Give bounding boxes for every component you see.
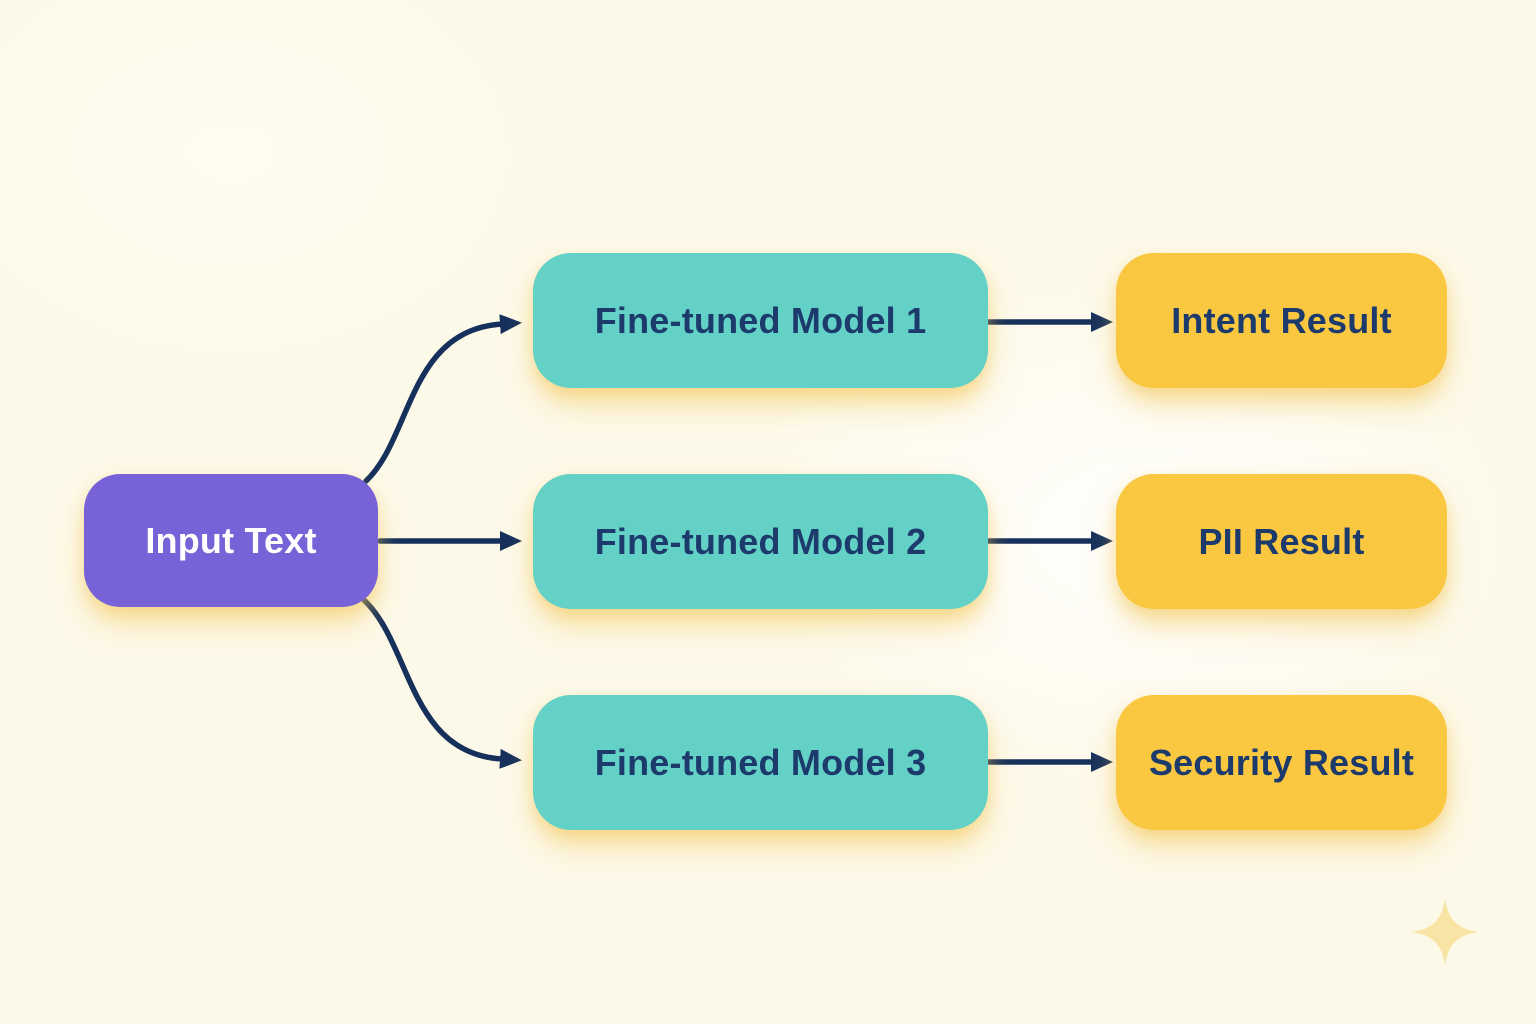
node-pii-result: PII Result [1116, 474, 1447, 609]
node-fine-tuned-model-1: Fine-tuned Model 1 [533, 253, 988, 388]
pii-result-label: PII Result [1198, 520, 1365, 562]
model-3-label: Fine-tuned Model 3 [594, 741, 927, 783]
sparkle-icon [1412, 899, 1478, 965]
arrow-input-to-model-1 [363, 314, 522, 484]
model-2-label: Fine-tuned Model 2 [594, 520, 927, 562]
model-1-label: Fine-tuned Model 1 [594, 299, 927, 341]
arrow-input-to-model-3 [361, 597, 522, 769]
security-result-label: Security Result [1148, 741, 1415, 783]
intent-result-label: Intent Result [1171, 299, 1392, 341]
input-text-label: Input Text [145, 519, 317, 561]
node-input-text: Input Text [84, 474, 378, 607]
node-security-result: Security Result [1116, 695, 1447, 830]
node-fine-tuned-model-3: Fine-tuned Model 3 [533, 695, 988, 830]
node-intent-result: Intent Result [1116, 253, 1447, 388]
node-fine-tuned-model-2: Fine-tuned Model 2 [533, 474, 988, 609]
